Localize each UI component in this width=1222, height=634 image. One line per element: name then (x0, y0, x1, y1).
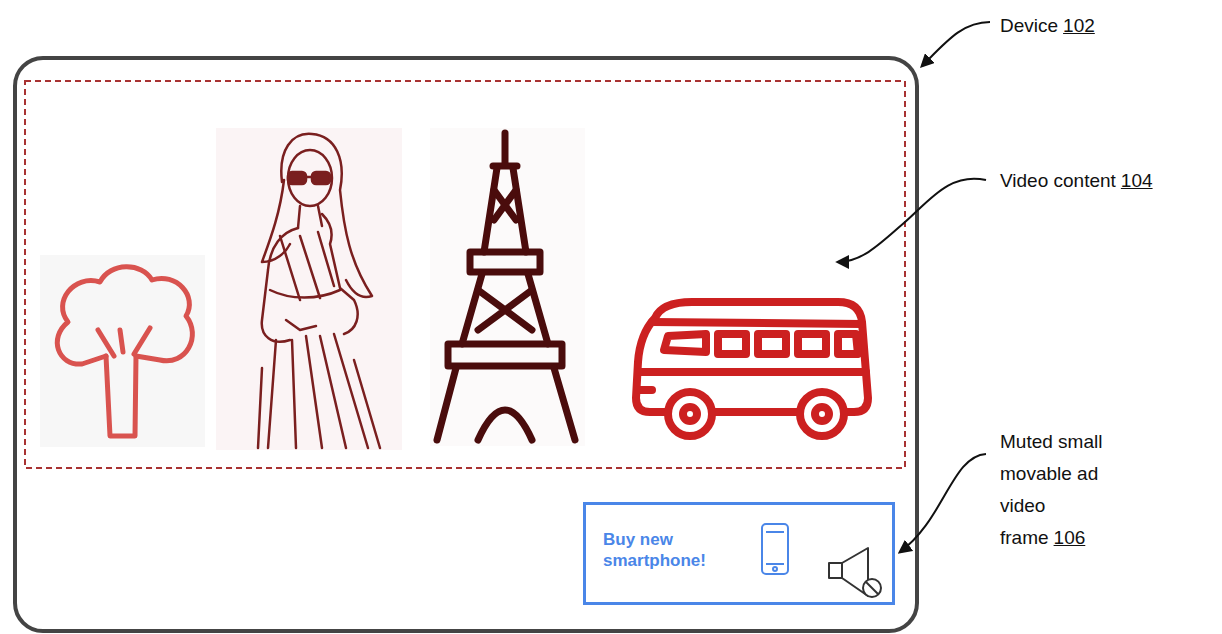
woman-illustration (288, 150, 332, 206)
woman-illustration (280, 232, 334, 300)
tree-icon (98, 328, 150, 356)
leader-line (900, 454, 986, 552)
woman-illustration (286, 320, 316, 330)
leader-line (838, 179, 986, 262)
bus-icon (636, 302, 868, 436)
tree-icon (57, 267, 192, 364)
woman-illustration (312, 172, 330, 184)
callout-number: 102 (1063, 15, 1095, 36)
bus-icon (838, 334, 858, 354)
tree-icon (57, 267, 192, 436)
leader-line (838, 22, 990, 552)
callout-text: Device (1000, 15, 1058, 36)
ad-video-frame: Buy new smartphone! (583, 502, 895, 605)
eiffel-tower-icon (462, 274, 548, 344)
bus-icon (683, 407, 697, 421)
woman-illustration (270, 290, 340, 298)
image-backdrop (430, 128, 585, 446)
muted-speaker-icon (863, 579, 881, 597)
callout-label: Device102 (1000, 10, 1210, 42)
woman-illustration (268, 334, 368, 448)
bus-icon (640, 386, 652, 394)
phone-icon (773, 567, 777, 571)
woman-illustration (262, 180, 290, 262)
eiffel-tower-icon (484, 168, 526, 252)
bus-icon (800, 392, 844, 436)
woman-illustration (288, 172, 306, 184)
eiffel-tower-icon (478, 290, 532, 330)
phone-icon (762, 524, 788, 574)
bus-icon (664, 334, 706, 352)
bus-icon (815, 407, 829, 421)
device-outline (15, 58, 917, 631)
eiffel-tower-icon (448, 344, 562, 366)
bus-icon (798, 334, 826, 354)
bus-icon (652, 322, 862, 324)
muted-speaker-icon (829, 563, 842, 578)
phone-icon (766, 532, 784, 564)
callout-text: Video content (1000, 170, 1116, 191)
phone-icon (762, 524, 788, 574)
eiffel-tower-icon (494, 190, 516, 220)
callout-text: Muted small movable ad video frame (1000, 431, 1102, 548)
image-backdrop (40, 128, 585, 450)
callout-label: Muted small movable ad video frame106 (1000, 426, 1135, 554)
woman-illustration (258, 360, 380, 448)
woman-illustration (322, 214, 358, 334)
bus-icon (640, 368, 866, 376)
video-content-frame (25, 81, 905, 468)
eiffel-tower-icon (437, 133, 575, 440)
tree-icon (106, 356, 136, 436)
leader-line (922, 22, 990, 66)
device-outline (15, 58, 917, 631)
woman-illustration (258, 134, 380, 448)
muted-speaker-icon (866, 582, 878, 594)
callout-label: Video content104 (1000, 165, 1210, 197)
eiffel-tower-icon (437, 368, 575, 440)
bus-icon (718, 334, 746, 354)
bus-icon (668, 392, 712, 436)
woman-illustration (298, 206, 322, 228)
eiffel-tower-icon (478, 410, 532, 440)
bus-icon (758, 334, 786, 354)
woman-illustration (306, 176, 312, 179)
woman-illustration (281, 134, 372, 297)
ad-text: Buy new smartphone! (603, 529, 723, 571)
image-backdrop (216, 128, 402, 450)
callout-number: 104 (1121, 170, 1153, 191)
video-content-frame (25, 81, 905, 468)
callout-number: 106 (1054, 527, 1086, 548)
image-backdrop (40, 255, 205, 447)
eiffel-tower-icon (502, 133, 509, 165)
eiffel-tower-icon (470, 252, 540, 272)
muted-speaker-icon (829, 548, 881, 597)
